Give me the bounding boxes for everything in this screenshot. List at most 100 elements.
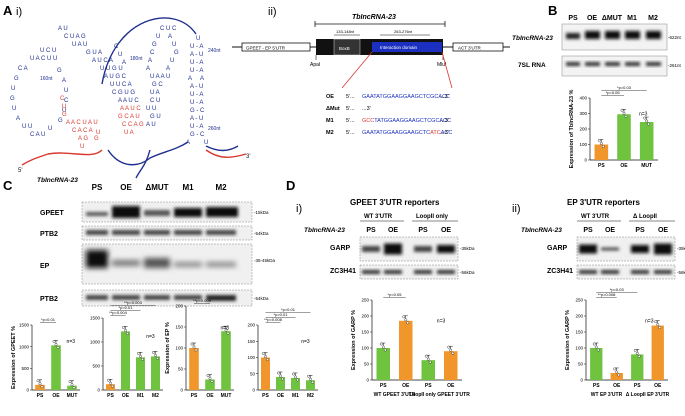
bar	[67, 385, 77, 390]
bar	[639, 122, 654, 160]
n-label: n=3	[146, 334, 155, 340]
seq-sequence: GAATATGGAAGGAAGCTCGCACC	[362, 94, 450, 100]
data-point	[36, 379, 40, 383]
blot-c-size: -54kDa	[254, 296, 269, 301]
svg-text:C: C	[60, 96, 65, 102]
blot-c-size: -15kDa	[254, 210, 269, 215]
svg-text:U - A: U - A	[190, 68, 203, 74]
bar	[651, 325, 664, 380]
data-point	[451, 351, 455, 355]
interaction-range: 263-276nt	[394, 29, 413, 34]
svg-text:G C: G C	[152, 82, 163, 88]
y-tick-label: 100	[361, 346, 369, 351]
y-axis-label: Expression of EP %	[165, 322, 171, 374]
svg-text:A: A	[62, 78, 66, 84]
data-point	[294, 375, 297, 379]
svg-text:A: A	[148, 58, 152, 64]
seq-label: M1	[326, 118, 334, 124]
interaction-domain-label: Interaction domain	[380, 45, 418, 50]
data-point	[206, 374, 210, 377]
gene-map-title: TbIncRNA-23	[352, 14, 396, 21]
svg-text:260nt: 260nt	[208, 126, 221, 132]
y-tick-label: 100	[579, 142, 587, 147]
y-tick-label: 50	[364, 362, 370, 367]
sig-label: **p=0.009	[193, 298, 211, 303]
x-tick-label: OE	[277, 393, 285, 399]
group-label: WT GPEET 3'UTR	[374, 392, 416, 398]
data-point	[124, 329, 127, 332]
bar	[261, 357, 270, 390]
data-point	[406, 321, 410, 325]
svg-text:G: G	[174, 50, 179, 56]
data-point	[592, 342, 596, 346]
group-label: Δ LoopII EP 3'UTR	[626, 392, 670, 398]
x-tick-label: PS	[107, 393, 114, 399]
sig-label: *p=0.05	[606, 90, 621, 95]
data-point	[139, 354, 142, 358]
sig-label: *p=0.05	[388, 292, 403, 297]
blot-d-size: -56kDa	[460, 270, 475, 275]
seq-5prime: 5'...	[346, 94, 355, 100]
bar	[136, 357, 145, 390]
svg-text:U: U	[48, 126, 52, 132]
blot-b-lane-label: OE	[587, 15, 597, 22]
blot-d-tb-label: TbIncRNA-23	[521, 227, 562, 234]
y-axis-label: Expression of GARP %	[565, 310, 571, 370]
seq-5prime: 5'...	[346, 118, 355, 124]
data-point	[277, 371, 280, 375]
y-tick-label: 0	[26, 388, 29, 393]
svg-text:A U G C: A U G C	[104, 74, 127, 80]
svg-text:U: U	[196, 36, 200, 42]
data-point	[107, 378, 110, 382]
svg-text:C: C	[150, 50, 155, 56]
y-tick-label: 50	[178, 367, 184, 372]
x-tick-label: OE	[206, 393, 214, 399]
blot-b-size1: -622nt	[668, 35, 682, 40]
boxb-label: BoxB	[339, 46, 350, 51]
seq-label: M2	[326, 130, 334, 136]
data-point	[622, 111, 626, 115]
data-point	[643, 116, 647, 120]
data-point	[111, 384, 114, 388]
data-point	[311, 380, 314, 384]
svg-text:G: G	[14, 76, 19, 82]
data-point	[309, 377, 312, 381]
svg-text:G: G	[152, 42, 157, 48]
data-point	[601, 145, 605, 148]
data-point	[449, 348, 453, 352]
svg-text:C U: C U	[150, 98, 160, 104]
blot-b-row2-label: 7SL RNA	[518, 62, 546, 69]
bar	[594, 144, 609, 160]
x-tick-label: PS	[262, 393, 269, 399]
svg-text:G U: G U	[150, 114, 161, 120]
panel-d-ii-title: EP 3'UTR reporters	[567, 198, 640, 207]
x-tick-label: PS	[593, 383, 600, 389]
data-point	[210, 380, 214, 383]
svg-text:G: G	[58, 118, 63, 124]
seq-5prime: 5'...	[346, 106, 355, 112]
svg-text:U: U	[62, 104, 66, 110]
data-point	[40, 385, 44, 389]
x-tick-label: PS	[191, 393, 198, 399]
data-point	[383, 348, 387, 352]
n-label: n=3	[301, 339, 310, 345]
blot-c-lane-label: OE	[120, 183, 132, 192]
data-point	[428, 360, 432, 364]
blot-c-lane-label: PS	[92, 183, 103, 192]
n-label: n=3	[67, 339, 76, 345]
y-tick-label: 150	[575, 330, 583, 335]
svg-text:G: G	[57, 68, 62, 74]
svg-text:U - A: U - A	[190, 60, 203, 66]
seq-3prime: ...3'	[362, 106, 371, 112]
five-prime-label: 5'	[18, 168, 22, 174]
svg-text:A G: A G	[78, 136, 88, 142]
y-tick-label: 100	[247, 355, 255, 360]
blot-c-lane-label: ΔMUT	[145, 183, 168, 192]
svg-text:C: C	[64, 98, 69, 104]
